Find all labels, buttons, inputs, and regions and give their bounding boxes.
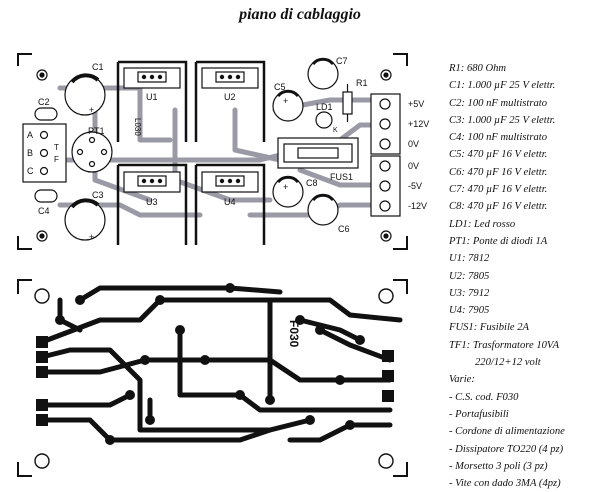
copper-side: F030 (17, 279, 408, 477)
u4-label: U4 (224, 197, 236, 207)
u4-regulator (194, 163, 266, 245)
parts-list-item: - Cordone di alimentazione (449, 426, 565, 438)
component-layout (17, 53, 408, 250)
u1-label: U1 (146, 92, 158, 102)
copper-label: F030 (287, 320, 301, 348)
copper-pads (36, 283, 394, 445)
parts-list-item: - C.S. cod. F030 (449, 391, 519, 403)
parts-list-item: C1: 1.000 µF 25 V elettr. (449, 80, 556, 92)
c5-plus: + (283, 96, 288, 106)
parts-list-item: C3: 1.000 µF 25 V elettr. (449, 114, 556, 126)
parts-list-item: Varie: (449, 374, 475, 386)
tf-b-label: B (27, 148, 33, 158)
pt1-label: PT1 (88, 126, 105, 136)
ld1-label: LD1 (316, 102, 333, 112)
c7-label: C7 (336, 56, 348, 66)
c4-capacitor (34, 189, 58, 203)
c6-label: C6 (338, 224, 350, 234)
c2-label: C2 (38, 97, 50, 107)
parts-list-item: TF1: Trasformatore 10VA (449, 339, 560, 351)
parts-list-item: C6: 470 µF 16 V elettr. (449, 166, 548, 178)
parts-list-item: U2: 7805 (449, 270, 490, 282)
terminal-0v-2: 0V (408, 161, 419, 171)
terminal-p12: +12V (408, 119, 429, 129)
mounting-holes-top (36, 69, 392, 242)
copper-tracks (39, 285, 403, 443)
r1-resistor (342, 91, 353, 115)
parts-list-item: LD1: Led rosso (449, 218, 516, 230)
tf-t-label: T (54, 143, 59, 152)
pt1-bridge (71, 131, 113, 173)
c2-capacitor (34, 107, 58, 121)
u3-regulator (116, 163, 188, 245)
r1-label: R1 (356, 78, 368, 88)
parts-list-item: 220/12+12 volt (475, 357, 541, 369)
c8-label: C8 (306, 178, 318, 188)
tf-a-label: A (27, 130, 33, 140)
u2-label: U2 (224, 92, 236, 102)
page-title: piano di cablaggio (239, 6, 361, 23)
parts-list-item: - Portafusibili (449, 408, 509, 420)
parts-list-item: U3: 7912 (449, 287, 490, 299)
parts-list-item: FUS1: Fusibile 2A (449, 322, 530, 334)
parts-list-item: C2: 100 nF multistrato (449, 97, 547, 109)
c5-label: C5 (274, 82, 286, 92)
parts-list-item: - Morsetto 3 poli (3 pz) (449, 460, 548, 472)
k-label: K (333, 127, 338, 134)
c8-plus: + (283, 182, 288, 192)
u2-regulator (194, 60, 266, 142)
ld1-led (315, 111, 333, 129)
c3-label: C3 (92, 190, 104, 200)
c1-label: C1 (92, 62, 104, 72)
terminal-m5: -5V (408, 181, 422, 191)
parts-list-item: C8: 470 µF 16 V elettr. (449, 201, 548, 213)
parts-list-item: R1: 680 Ohm (449, 63, 507, 74)
c3-plus: + (89, 232, 94, 242)
board-label: L030 (133, 118, 142, 136)
terminal-labels: +5V +12V 0V 0V -5V -12V (408, 99, 429, 211)
terminal-block-negative (370, 155, 401, 217)
u1-regulator (116, 60, 188, 142)
c4-label: C4 (38, 206, 50, 216)
fus1-label: FUS1 (330, 172, 353, 182)
transformer-connector (22, 123, 67, 183)
terminal-0v-1: 0V (408, 139, 419, 149)
terminal-p5: +5V (408, 99, 424, 109)
terminal-m12: -12V (408, 201, 427, 211)
terminal-block-positive (370, 93, 401, 155)
parts-list-item: C7: 470 µF 16 V elettr. (449, 184, 548, 196)
tf-f-label: F (54, 155, 59, 164)
parts-list-item: U4: 7905 (449, 305, 490, 317)
parts-list-item: - Vite con dado 3MA (4pz) (449, 478, 561, 490)
parts-list-item: U1: 7812 (449, 253, 490, 265)
parts-list-item: - Dissipatore TO220 (4 pz) (449, 443, 564, 455)
parts-list-item: C4: 100 nF multistrato (449, 132, 547, 144)
parts-list-item: C5: 470 µF 16 V elettr. (449, 149, 548, 161)
parts-list-item: PT1: Ponte di diodi 1A (449, 235, 548, 247)
component-labels: C1 C2 C3 C4 C5 C6 C7 C8 U1 U2 U3 U4 PT1 … (27, 56, 368, 242)
u3-label: U3 (146, 197, 158, 207)
c1-plus: + (89, 105, 94, 115)
tf-c-label: C (27, 166, 34, 176)
